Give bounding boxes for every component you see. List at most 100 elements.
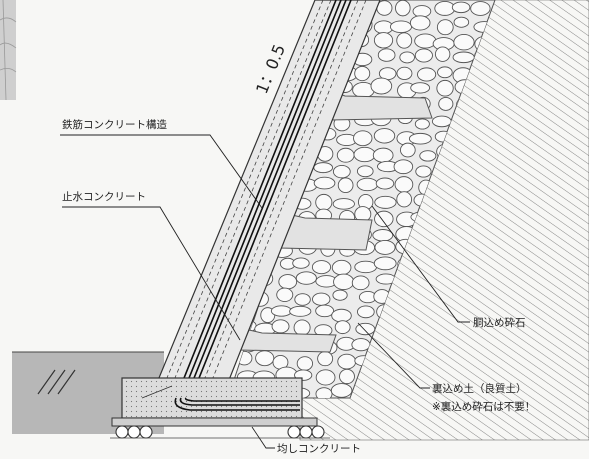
gravel-stone — [334, 320, 351, 335]
gravel-stone — [412, 5, 432, 18]
gravel-stone — [351, 275, 370, 291]
gravel-stone — [296, 356, 314, 371]
gravel-stone — [191, 69, 212, 79]
waterstop-concrete-label: 止水コンクリート — [62, 191, 146, 203]
gravel-stone — [276, 19, 298, 35]
gravel-stone — [408, 132, 432, 145]
leveling-concrete-layer — [111, 417, 318, 427]
gravel-stone — [374, 195, 397, 209]
gravel-stone — [337, 353, 357, 370]
foundation-stones — [115, 425, 325, 439]
gravel-stone — [394, 176, 414, 193]
gravel-stone — [295, 271, 317, 285]
gravel-stone — [451, 1, 471, 14]
gravel-stone — [470, 1, 491, 16]
gravel-stone — [271, 319, 290, 334]
gravel-stone — [292, 257, 310, 269]
gravel-stone — [233, 49, 255, 65]
gravel-stone — [234, 130, 254, 147]
gravel-stone — [332, 289, 348, 301]
gravel-stone — [434, 46, 451, 62]
gravel-stone — [431, 115, 452, 128]
gravel-stone — [453, 16, 470, 28]
gravel-stone — [193, 195, 211, 208]
rock-texture-corner — [0, 0, 17, 101]
gravel-stone — [317, 351, 334, 367]
gravel-stone — [193, 225, 208, 238]
gravel-stone — [251, 18, 274, 35]
concrete-ribs — [239, 91, 433, 353]
gravel-stone — [336, 147, 355, 163]
gravel-stone — [293, 319, 311, 336]
gravel-stone — [396, 66, 413, 81]
gravel-stone — [199, 17, 217, 30]
gravel-stone — [409, 15, 431, 31]
gravel-stone — [294, 293, 311, 306]
gravel-stone — [228, 79, 230, 97]
gravel-stone — [196, 32, 212, 45]
leader-lines — [60, 134, 470, 449]
gravel-stone — [356, 165, 374, 178]
gravel-stone — [357, 305, 375, 319]
gravel-stone — [410, 82, 431, 94]
gravel-stone — [437, 66, 453, 79]
gravel-stone — [399, 51, 415, 64]
gravel-stone — [253, 97, 269, 111]
gravel-stone — [228, 177, 230, 191]
gravel-stone — [191, 97, 209, 110]
gravel-stone — [199, 82, 215, 93]
gravel-stone — [228, 127, 234, 141]
gravel-stone — [399, 142, 416, 158]
backfill-soil-label: 裏込め土（良質土） — [432, 382, 527, 395]
gravel-stone — [453, 34, 475, 51]
gravel-stone — [436, 79, 454, 97]
gravel-stone — [372, 229, 394, 242]
gravel-stone — [236, 0, 254, 17]
gravel-stone — [396, 32, 413, 49]
gravel-stone — [193, 48, 215, 61]
gravel-stone — [356, 177, 379, 192]
gravel-stone — [355, 322, 376, 336]
gravel-stone — [313, 162, 333, 174]
gravel-stone — [354, 65, 371, 82]
gravel-stone — [228, 20, 233, 34]
gravel-stone — [373, 256, 397, 271]
gravel-stone — [315, 193, 333, 211]
gravel-stone — [238, 33, 255, 45]
gravel-stone — [228, 112, 234, 128]
gravel-stone — [374, 239, 396, 255]
gravel-stone — [354, 260, 377, 274]
gravel-stone — [414, 48, 433, 63]
body-fill-gravel-label: 胴込め砕石 — [473, 317, 526, 329]
backfill-soil-region — [300, 0, 589, 440]
gravel-stone — [234, 145, 251, 161]
gravel-stone — [231, 17, 253, 30]
gravel-stone — [270, 305, 293, 317]
gravel-stone — [372, 147, 394, 163]
gravel-stone — [353, 130, 373, 147]
gravel-stone — [452, 51, 475, 64]
footing — [121, 377, 303, 419]
gravel-stone — [276, 287, 294, 302]
gravel-stone — [389, 20, 413, 34]
gravel-stone — [194, 164, 213, 175]
gravel-stone — [228, 143, 229, 159]
gravel-stone — [339, 368, 355, 385]
gravel-stone — [373, 128, 396, 144]
gravel-stone — [275, 0, 296, 14]
gravel-stone — [373, 32, 394, 49]
gravel-stone — [228, 0, 232, 18]
gravel-stone — [193, 145, 212, 156]
gravel-stone — [312, 292, 331, 306]
gravel-stone — [198, 213, 213, 227]
gravel-stone — [237, 112, 256, 129]
gravel-stone — [393, 159, 414, 175]
gravel-stone — [351, 338, 371, 352]
gravel-stone — [353, 146, 376, 163]
rc-structure-label: 鉄筋コンクリート構造 — [62, 118, 167, 131]
gravel-stone — [331, 308, 352, 323]
gravel-stone — [315, 369, 336, 386]
gravel-stone — [331, 259, 352, 276]
